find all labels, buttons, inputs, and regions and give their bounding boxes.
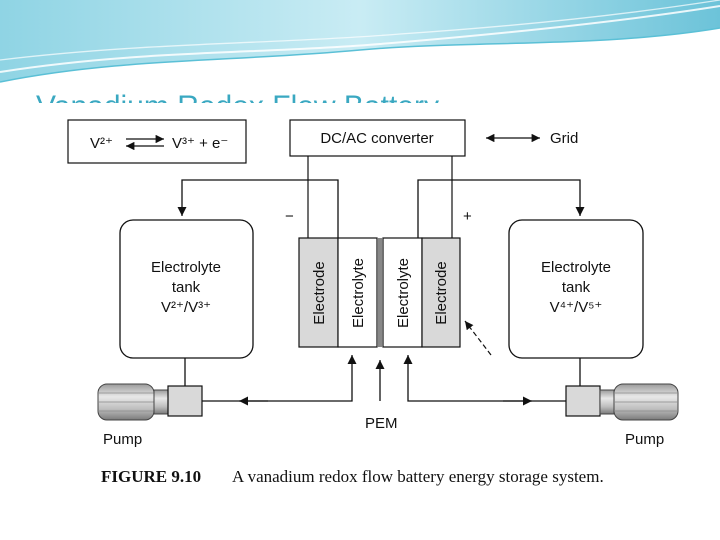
flow-battery-diagram: V²⁺ V³⁺ + e⁻ DC/AC converter Grid − + El…: [67, 119, 679, 486]
pump-right: [565, 358, 679, 421]
converter-label: DC/AC converter: [320, 130, 433, 147]
dc-ac-converter: DC/AC converter: [289, 119, 466, 157]
positive-terminal-label: +: [463, 208, 472, 225]
pem-membrane: [376, 238, 384, 347]
pump-right-head: [565, 385, 601, 417]
cell-stack: Electrode Electrolyte Electrolyte Electr…: [298, 237, 461, 348]
cell-label-electrode-left: Electrode: [311, 261, 328, 324]
electrode-right: [421, 237, 461, 348]
negative-terminal-label: −: [285, 208, 294, 225]
tank-left-line2: tank: [172, 279, 201, 296]
pump-left: [97, 358, 203, 421]
tank-left-line1: Electrolyte: [151, 259, 221, 276]
reaction-right-species: V³⁺ + e⁻: [172, 135, 228, 152]
electrode-left: [298, 237, 339, 348]
tank-right-line1: Electrolyte: [541, 259, 611, 276]
pem-label: PEM: [365, 415, 398, 432]
stack-pointer-arrow: [464, 320, 492, 356]
left-return-flow-line: [177, 179, 339, 238]
figure-caption-text: A vanadium redox flow battery energy sto…: [232, 467, 604, 486]
header-wave-decoration: [0, 0, 720, 83]
grid-label: Grid: [550, 130, 578, 147]
figure: V²⁺ V³⁺ + e⁻ DC/AC converter Grid − + El…: [18, 103, 688, 493]
cell-label-electrolyte-right: Electrolyte: [395, 258, 412, 328]
electrolyte-tank-right: Electrolyte tank V⁴⁺/V⁵⁺: [508, 219, 644, 359]
electrolyte-tank-left: Electrolyte tank V²⁺/V³⁺: [119, 219, 254, 359]
reaction-left-species: V²⁺: [90, 135, 113, 152]
left-supply-flow-line: [202, 355, 357, 402]
pump-right-label: Pump: [625, 431, 664, 448]
right-supply-flow-line: [403, 355, 566, 402]
cell-label-electrolyte-left: Electrolyte: [350, 258, 367, 328]
tank-right-species: V⁴⁺/V⁵⁺: [550, 299, 603, 316]
pump-left-head: [167, 385, 203, 417]
tank-left-species: V²⁺/V³⁺: [161, 299, 211, 316]
reaction-box: V²⁺ V³⁺ + e⁻: [67, 119, 247, 164]
cell-label-electrode-right: Electrode: [433, 261, 450, 324]
right-return-flow-line: [417, 179, 585, 238]
pump-left-label: Pump: [103, 431, 142, 448]
figure-caption-number: FIGURE 9.10: [101, 467, 201, 486]
tank-right-line2: tank: [562, 279, 591, 296]
